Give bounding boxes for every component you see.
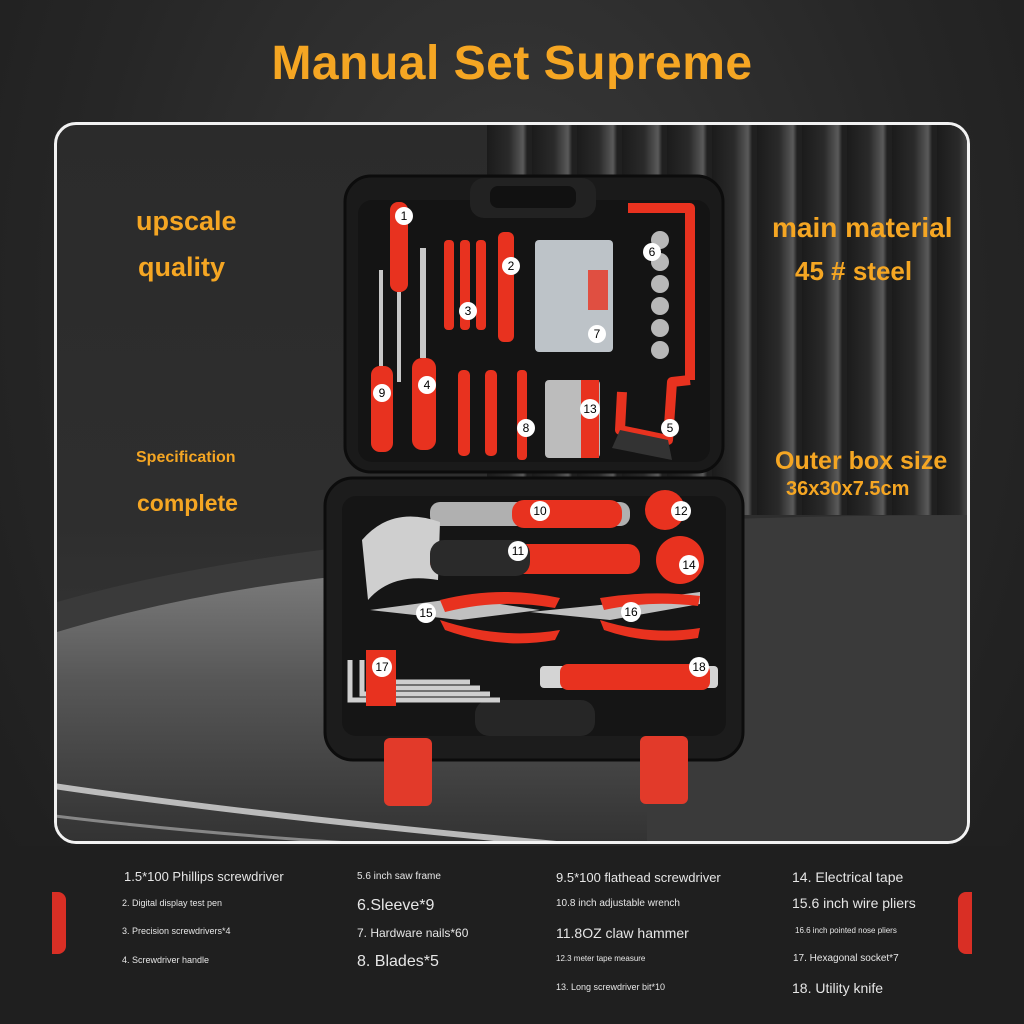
list-item: 2. Digital display test pen xyxy=(122,898,223,908)
list-item: 16.6 inch pointed nose pliers xyxy=(795,926,897,935)
list-item: 10.8 inch adjustable wrench xyxy=(556,898,680,909)
list-item: 11.8OZ claw hammer xyxy=(556,925,689,941)
list-item: 9.5*100 flathead screwdriver xyxy=(556,870,721,885)
quality-label: quality xyxy=(138,252,226,282)
steel-label: 45 # steel xyxy=(795,256,913,286)
left-accent-tab xyxy=(52,892,66,954)
right-accent-tab xyxy=(958,892,972,954)
list-item: 1.5*100 Phillips screwdriver xyxy=(124,869,284,884)
list-item: 13. Long screwdriver bit*10 xyxy=(556,982,666,992)
outer-box-label: Outer box size xyxy=(775,447,948,475)
specification-label: Specification xyxy=(136,449,236,466)
list-item: 3. Precision screwdrivers*4 xyxy=(122,926,231,936)
parts-list-panel xyxy=(0,846,1024,1024)
list-item: 4. Screwdriver handle xyxy=(122,955,210,965)
list-item: 6.Sleeve*9 xyxy=(357,897,435,914)
box-dims-label: 36x30x7.5cm xyxy=(786,478,910,500)
main-material-label: main material xyxy=(772,212,953,243)
list-item: 5.6 inch saw frame xyxy=(357,871,441,882)
list-item: 8. Blades*5 xyxy=(357,953,439,970)
list-item: 15.6 inch wire pliers xyxy=(792,895,916,911)
complete-label: complete xyxy=(137,490,238,516)
list-item: 17. Hexagonal socket*7 xyxy=(793,953,899,964)
upscale-label: upscale xyxy=(136,206,237,236)
list-item: 14. Electrical tape xyxy=(792,869,904,885)
list-item: 12.3 meter tape measure xyxy=(556,954,646,963)
list-item: 18. Utility knife xyxy=(792,980,884,996)
display-floor xyxy=(57,515,967,841)
page-title: Manual Set Supreme xyxy=(271,37,753,90)
list-item: 7. Hardware nails*60 xyxy=(357,926,469,940)
